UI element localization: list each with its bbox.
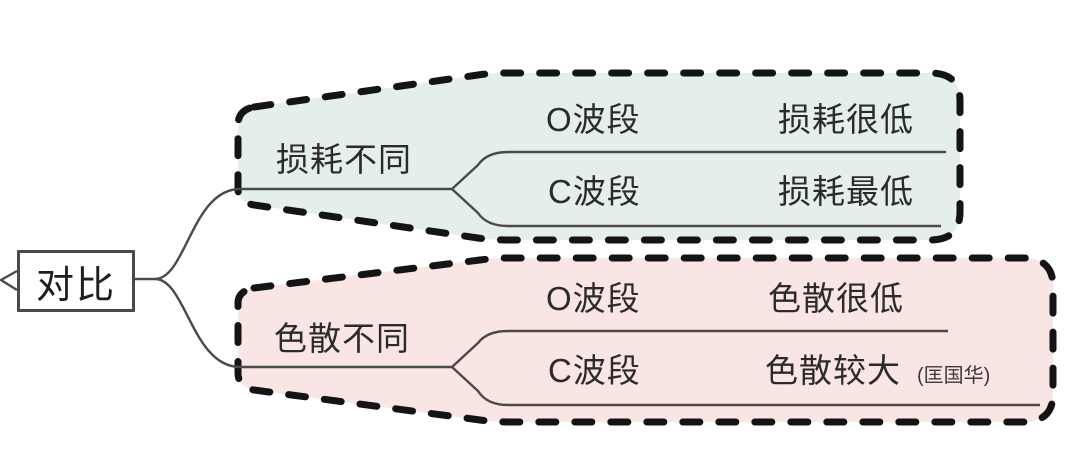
dispersion-c-value-text: 色散较大 — [765, 352, 901, 390]
root-parent-link — [0, 269, 18, 292]
branch-loss-c-band — [451, 188, 941, 228]
topic-dispersion-group-label[interactable]: 色散不同 — [274, 320, 410, 358]
branch-to-dispersion — [154, 277, 452, 369]
topic-loss-c-value[interactable]: 损耗最低 — [778, 173, 914, 211]
author-note: (匡国华) — [917, 365, 991, 388]
boundary-dispersion-group[interactable] — [234, 254, 1057, 426]
branch-loss-o-band — [451, 150, 946, 190]
topic-loss-c-band[interactable]: C波段 — [548, 173, 641, 211]
topic-dispersion-c-band[interactable]: C波段 — [548, 352, 641, 390]
topic-loss-o-band[interactable]: O波段 — [546, 101, 641, 139]
branch-dispersion-o-band — [451, 329, 948, 368]
root-label: 对比 — [35, 264, 116, 307]
root-node[interactable]: 对比 — [17, 250, 135, 312]
branch-to-loss — [154, 187, 452, 281]
topic-loss-group-label[interactable]: 损耗不同 — [276, 141, 412, 179]
topic-dispersion-o-value[interactable]: 色散很低 — [768, 280, 904, 318]
branch-dispersion-c-band — [451, 366, 1040, 407]
topic-dispersion-o-band[interactable]: O波段 — [546, 280, 641, 318]
topic-loss-o-value[interactable]: 损耗很低 — [778, 101, 914, 139]
topic-dispersion-c-value[interactable]: 色散较大 (匡国华) — [765, 352, 991, 390]
branch-lines — [0, 150, 1040, 407]
